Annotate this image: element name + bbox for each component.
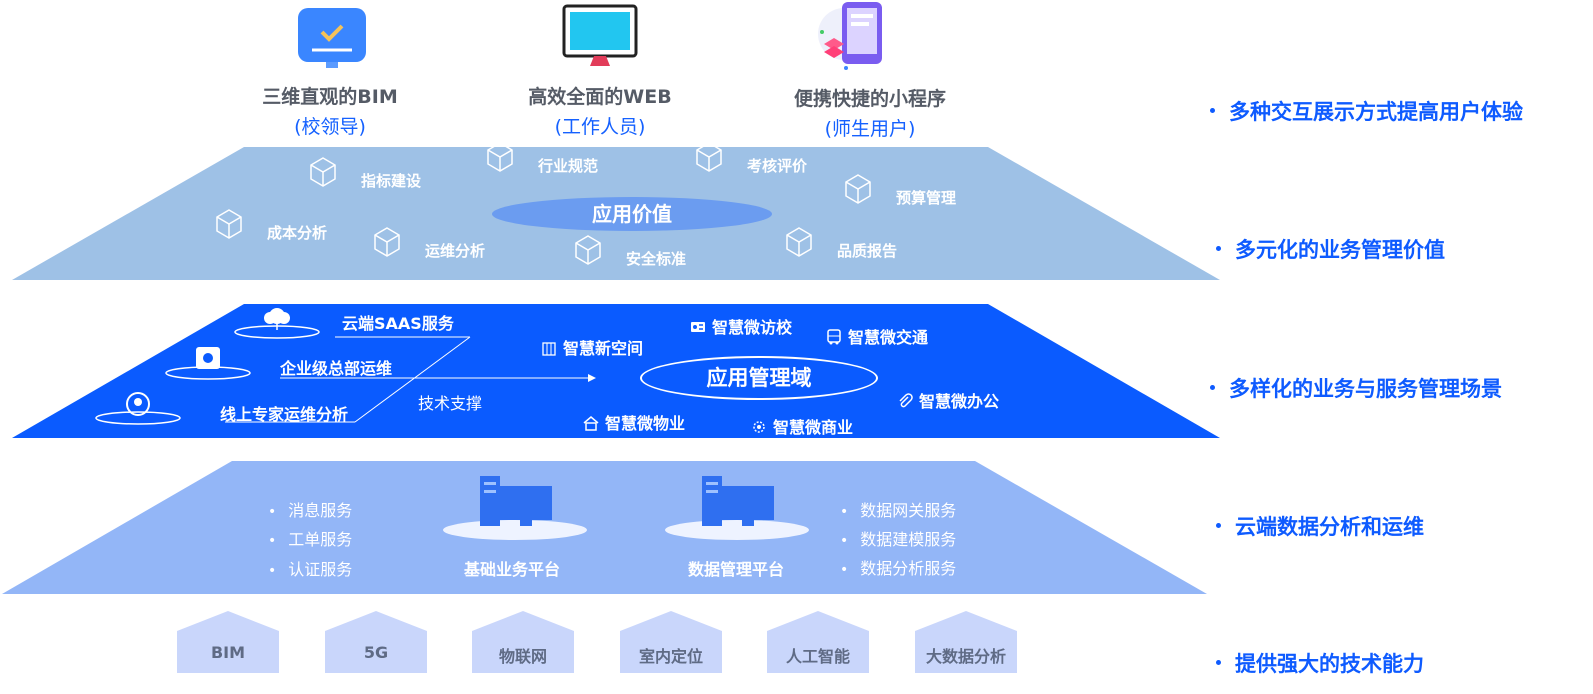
scene-layer-plane: [12, 304, 1220, 438]
cube-icon: [575, 235, 601, 265]
service-item: 数据建模服务: [840, 526, 956, 550]
client-title: 高效全面的WEB: [528, 86, 672, 108]
client-subtitle: (工作人员): [554, 116, 646, 138]
scene-smart-property: 智慧微物业: [583, 410, 685, 434]
client-subtitle: (师生用户): [824, 118, 916, 140]
service-item: 消息服务: [268, 497, 352, 521]
value-item: 指标建设: [310, 157, 421, 191]
side-label-business-value: 多元化的业务管理价值: [1216, 234, 1445, 264]
cloud-service-icon: [234, 308, 320, 339]
scene-smart-visit: 智慧微访校: [690, 314, 792, 338]
client-subtitle: (校领导): [294, 116, 366, 138]
service-item: 工单服务: [268, 526, 352, 550]
client-title: 便携快捷的小程序: [793, 88, 946, 110]
tech-block-5g: 5G: [325, 611, 427, 673]
paperclip-icon: [899, 393, 913, 408]
data-management-platform: 数据管理平台: [687, 560, 784, 579]
house-icon: [583, 416, 599, 431]
headquarters-ops-icon: [165, 347, 251, 380]
platform-layer-plane: [2, 461, 1207, 594]
expert-ops-service: 线上专家运维分析: [220, 405, 349, 424]
cube-icon: [845, 174, 871, 204]
client-mini-program: 便携快捷的小程序 (师生用户): [760, 0, 980, 140]
tech-block-ai: 人工智能: [767, 611, 869, 673]
side-label-scenarios: 多样化的业务与服务管理场景: [1210, 373, 1502, 403]
tech-block-bim: BIM: [177, 611, 279, 673]
id-card-icon: [691, 322, 705, 332]
cube-icon: [786, 227, 812, 257]
mobile-phone-icon: [818, 2, 882, 70]
scene-center-oval: 应用管理域: [640, 356, 878, 400]
cloud-saas-service: 云端SAAS服务: [342, 314, 454, 333]
value-center-oval: 应用价值: [492, 197, 772, 231]
bus-icon: [827, 329, 841, 345]
tech-block-big-data: 大数据分析: [915, 611, 1017, 673]
hq-ops-service: 企业级总部运维: [280, 359, 393, 378]
cube-icon: [696, 142, 722, 172]
client-bim: 三维直观的BIM (校领导): [220, 0, 440, 140]
cube-icon: [487, 142, 513, 172]
client-web: 高效全面的WEB (工作人员): [490, 0, 710, 140]
basic-business-platform: 基础业务平台: [463, 560, 560, 579]
cube-icon: [216, 209, 242, 239]
service-item: 认证服务: [268, 556, 352, 580]
value-item: 运维分析: [374, 227, 485, 261]
building-icon: [542, 342, 556, 356]
value-item: 行业规范: [487, 142, 598, 176]
scene-smart-commerce: 智慧微商业: [751, 414, 853, 438]
side-label-cloud-analytics: 云端数据分析和运维: [1216, 511, 1424, 541]
scene-center-label: 应用管理域: [706, 366, 812, 390]
value-item: 预算管理: [845, 174, 956, 208]
tech-support-label: 技术支撑: [418, 394, 483, 413]
tech-block-iot: 物联网: [472, 611, 574, 673]
cube-icon: [374, 227, 400, 257]
service-item: 数据网关服务: [840, 497, 956, 521]
value-item: 品质报告: [786, 227, 897, 261]
server-icon: [665, 476, 809, 540]
value-item: 成本分析: [216, 209, 327, 243]
side-label-interaction: 多种交互展示方式提高用户体验: [1210, 96, 1523, 126]
server-icon: [443, 476, 587, 540]
value-item: 考核评价: [696, 142, 807, 176]
client-title: 三维直观的BIM: [262, 86, 398, 108]
value-center-label: 应用价值: [592, 202, 672, 226]
tech-block-indoor-positioning: 室内定位: [620, 611, 722, 673]
expert-ops-icon: [95, 392, 181, 425]
scene-smart-space: 智慧新空间: [541, 335, 643, 359]
monitor-check-icon: [298, 8, 366, 68]
side-label-tech-capability: 提供强大的技术能力: [1216, 648, 1424, 678]
desktop-computer-icon: [562, 4, 638, 66]
scene-smart-transport: 智慧微交通: [826, 324, 928, 348]
cube-icon: [310, 157, 336, 187]
value-item: 安全标准: [575, 235, 686, 269]
service-item: 数据分析服务: [840, 555, 956, 579]
scene-smart-office: 智慧微办公: [897, 388, 999, 412]
gear-icon: [753, 421, 765, 433]
